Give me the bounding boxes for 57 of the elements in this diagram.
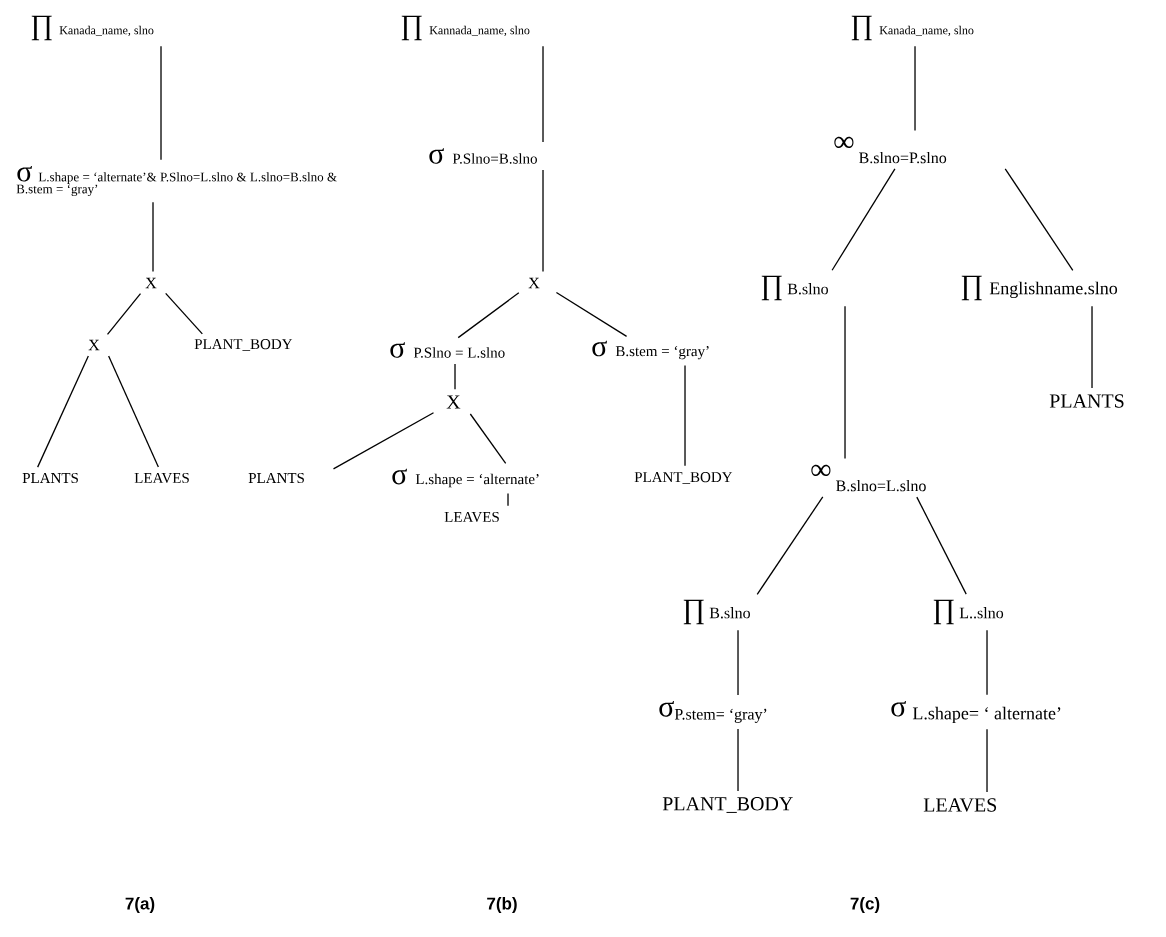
relation-label: PLANT_BODY (194, 339, 293, 351)
relation-label: LEAVES (444, 511, 499, 523)
relation-label: PLANT_BODY (662, 797, 793, 813)
relation-label: PLANTS (248, 472, 304, 484)
operator-label: ∏ Kanada_name, slno (31, 15, 154, 41)
cross-product-symbol: X (88, 339, 100, 351)
tree-line (332, 412, 435, 470)
operator-label: σ L.shape= ‘ alternate’ (891, 700, 1061, 724)
tree-line (555, 291, 628, 338)
tree-line (507, 492, 509, 507)
figure-label: 7(a) (125, 897, 155, 913)
operator-label: σ P.Slno = L.slno (390, 342, 505, 358)
operator-label: σ P.Slno=B.slno (429, 148, 537, 164)
relation-label: PLANTS (22, 472, 78, 484)
figure-label: 7(c) (850, 897, 880, 913)
operator-label: ∏ B.slno (683, 599, 750, 625)
tree-line (37, 355, 89, 468)
cross-product-symbol: X (528, 277, 540, 289)
cross-product-symbol: X (145, 277, 157, 289)
tree-line (737, 728, 739, 792)
relation-label: LEAVES (134, 472, 189, 484)
operator-label: σ B.stem = ‘gray’ (592, 340, 709, 360)
relation-label: PLANTS (1049, 394, 1124, 408)
tree-line (108, 355, 159, 468)
tree-line (1004, 168, 1074, 271)
tree-line (1091, 305, 1093, 389)
tree-line (914, 45, 916, 132)
operator-label: ∏ L..slno (933, 599, 1004, 625)
selection-label: σ L.shape = ‘alternate’& P.Slno=L.slno & L.slno=B.slno & B.stem = ‘gray’ (16, 165, 337, 197)
tree-line (165, 292, 203, 335)
operator-label: ∏ B.slno (761, 275, 828, 301)
tree-line (737, 629, 739, 696)
cross-product-symbol: X (446, 395, 461, 409)
tree-line (457, 292, 520, 339)
operator-label: ∏ Kannada_name, slno (401, 15, 530, 41)
figure-label: 7(b) (487, 897, 517, 913)
tree-line (831, 168, 896, 271)
tree-line (916, 496, 967, 595)
tree-line (469, 413, 507, 464)
relation-label: PLANT_BODY (634, 472, 733, 484)
tree-line (986, 629, 988, 696)
tree-line (160, 45, 162, 161)
tree-line (106, 292, 142, 336)
tree-line (542, 169, 544, 273)
tree-line (986, 728, 988, 793)
tree-line (152, 201, 154, 273)
tree-line (454, 363, 456, 390)
tree-line (542, 45, 544, 143)
operator-label: ∏ Englishname.slno (961, 275, 1118, 301)
tree-line (844, 305, 846, 460)
operator-label: ∏ Kanada_name, slno (851, 15, 974, 41)
relation-label: LEAVES (923, 798, 997, 812)
operator-label: ∞ B.slno=L.slno (811, 464, 926, 492)
tree-line (684, 364, 686, 467)
operator-label: σ L.shape = ‘alternate’ (392, 468, 539, 488)
tree-line (756, 496, 824, 595)
operator-label: ∞ B.slno=P.slno (834, 136, 947, 164)
